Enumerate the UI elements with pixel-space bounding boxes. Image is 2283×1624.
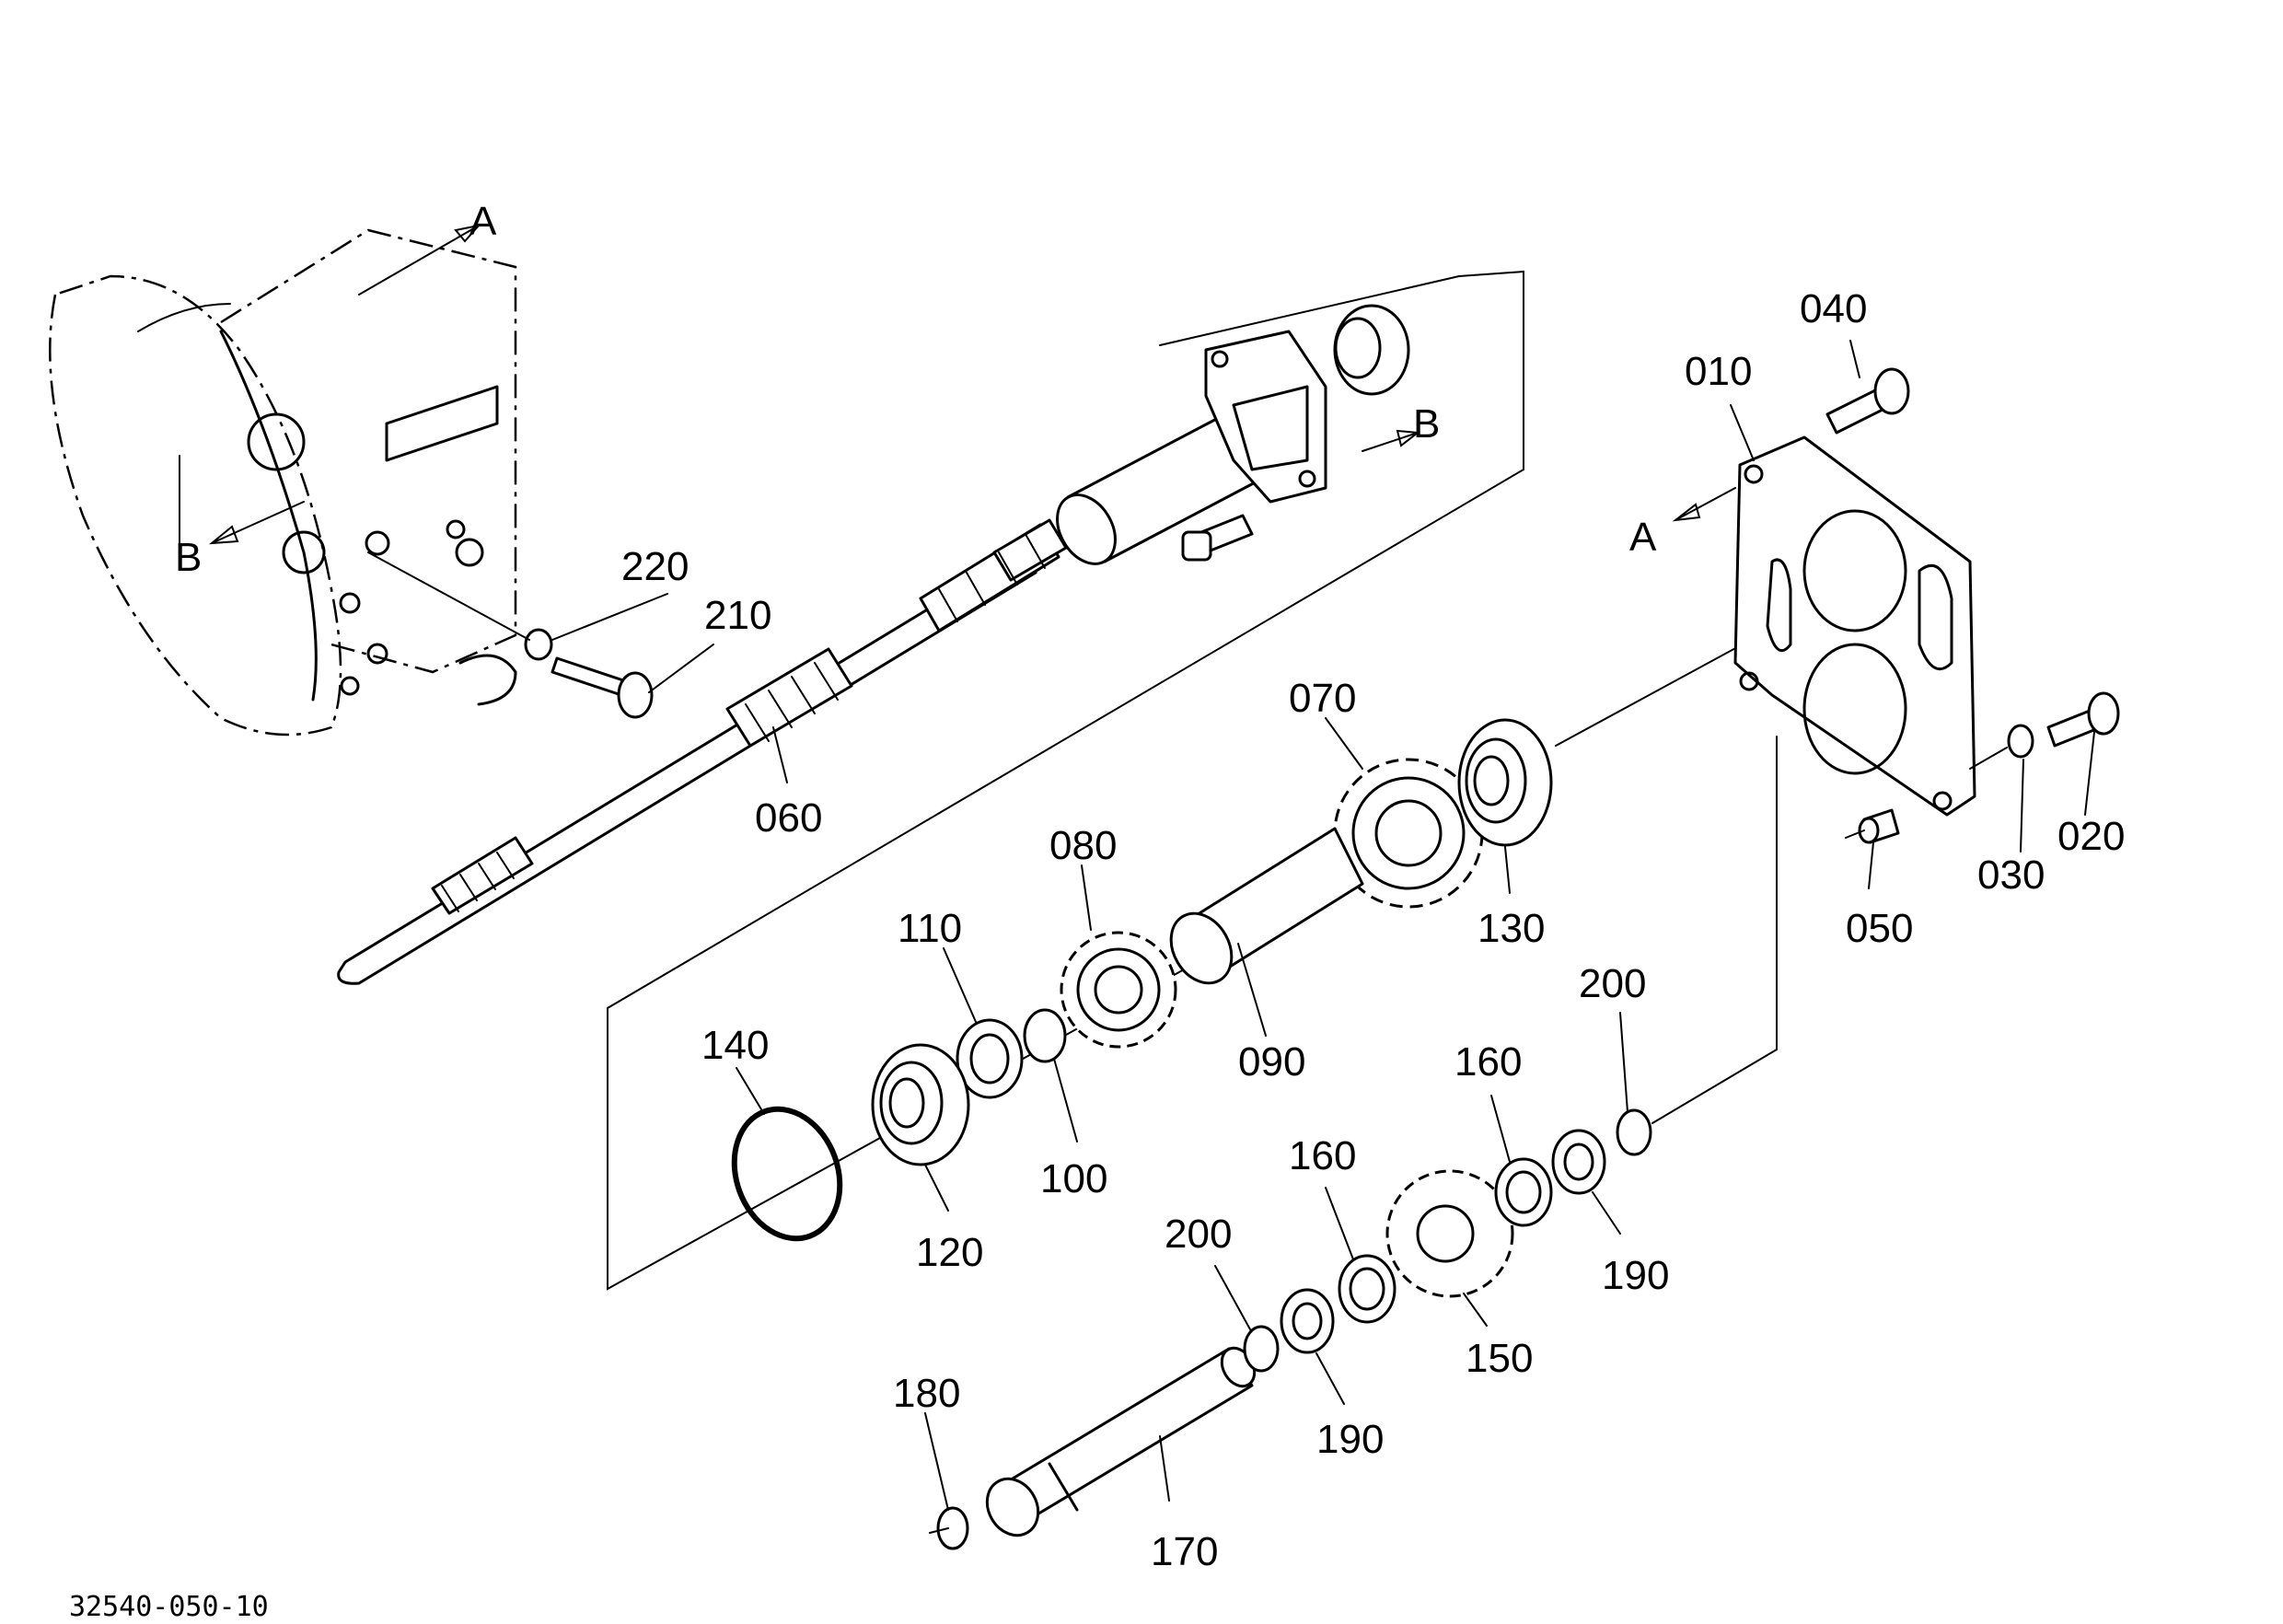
axis-line-lower	[1651, 736, 1778, 1124]
callout-210: 210	[704, 593, 771, 638]
section-marker-b-right: B	[1362, 401, 1440, 452]
bearing-120	[871, 1043, 970, 1166]
callout-110: 110	[898, 906, 962, 951]
oil-seal	[1333, 304, 1410, 396]
snap-ring-100	[1023, 1008, 1067, 1063]
section-marker-b-left: B	[175, 455, 305, 580]
bearing-130	[1457, 718, 1553, 847]
callout-140: 140	[701, 1023, 769, 1068]
callout-150: 150	[1466, 1336, 1533, 1381]
callout-060: 060	[755, 795, 822, 841]
callout-labels: 010 040 020 030 050 060 070 080 090 100 …	[621, 286, 2125, 1574]
callout-160-lower: 160	[1289, 1133, 1356, 1178]
callout-200-lower: 200	[1165, 1212, 1232, 1257]
callout-190-lower: 190	[1316, 1417, 1384, 1462]
callout-080: 080	[1049, 823, 1117, 868]
bolt-020	[2046, 691, 2120, 748]
section-marker-a-left: A	[358, 199, 497, 296]
svg-text:A: A	[1629, 515, 1657, 560]
o-ring-140	[731, 1106, 843, 1242]
gear-080	[1060, 931, 1177, 1049]
callout-200-upper: 200	[1579, 961, 1646, 1006]
assembly-outline	[607, 270, 1524, 1291]
dowel-pin-050	[1845, 808, 1900, 844]
svg-text:B: B	[175, 535, 202, 580]
gear-150	[1385, 1169, 1514, 1298]
bolt-210	[550, 656, 654, 719]
callout-180: 180	[893, 1371, 960, 1416]
bolt-040	[1825, 367, 1910, 435]
nut-220	[367, 551, 553, 661]
callout-220: 220	[621, 544, 689, 589]
callout-190-upper: 190	[1602, 1253, 1669, 1298]
collar-110	[956, 1018, 1024, 1099]
section-marker-a-right: A	[1629, 487, 1736, 560]
drawing-code: 32540-050-10	[69, 1591, 269, 1623]
transmission-housing	[49, 228, 517, 737]
washer-190-lower	[1280, 1288, 1335, 1354]
callout-120: 120	[916, 1230, 983, 1275]
callout-170: 170	[1151, 1529, 1218, 1574]
callout-050: 050	[1846, 906, 1913, 951]
snap-ring-200-upper	[1616, 1108, 1652, 1156]
callout-040: 040	[1800, 286, 1867, 331]
snap-ring-200-lower	[1243, 1325, 1280, 1373]
callout-090: 090	[1238, 1039, 1305, 1085]
shaft-170	[985, 1346, 1257, 1537]
svg-text:B: B	[1413, 401, 1440, 447]
washer-030	[1969, 724, 2034, 770]
svg-text:A: A	[469, 199, 497, 244]
flange-bolt	[1181, 514, 1254, 562]
callout-030: 030	[1977, 853, 2045, 898]
needle-bearing-160-lower	[1338, 1254, 1396, 1324]
bearing-housing-flange	[1204, 330, 1327, 504]
callout-070: 070	[1289, 676, 1356, 721]
circlip-180	[929, 1506, 969, 1550]
callout-160-upper: 160	[1454, 1039, 1522, 1085]
washer-190-upper	[1551, 1129, 1606, 1195]
spacer-tube-090	[1169, 827, 1364, 985]
needle-bearing-160-upper	[1494, 1157, 1553, 1227]
leader-lines	[551, 340, 2095, 1511]
callout-130: 130	[1478, 906, 1545, 951]
cover-plate-010	[1733, 435, 1976, 817]
callout-100: 100	[1040, 1156, 1107, 1201]
callout-010: 010	[1685, 349, 1752, 394]
input-shaft-060	[337, 518, 1068, 985]
callout-020: 020	[2057, 814, 2125, 859]
